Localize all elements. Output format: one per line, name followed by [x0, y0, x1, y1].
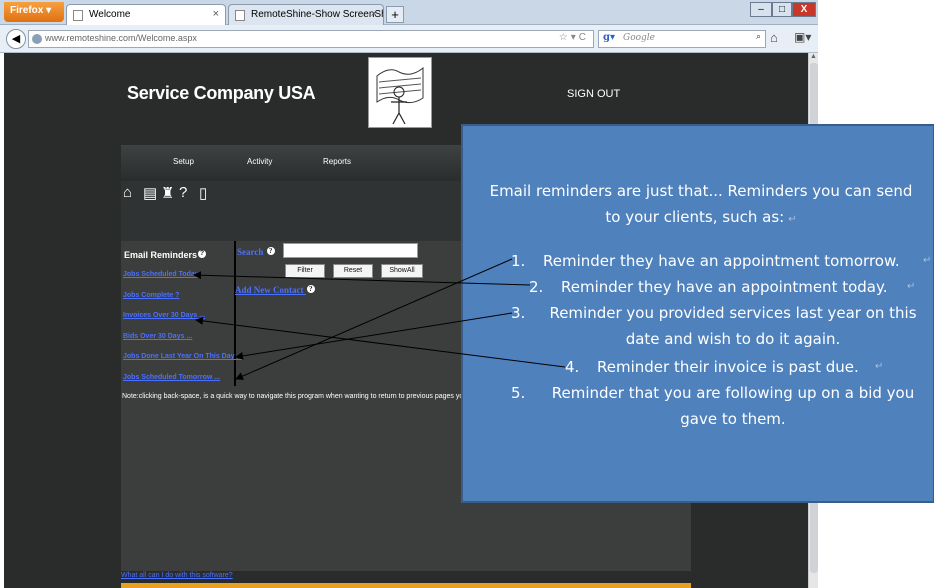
add-new-contact: Add New Contact ? [235, 285, 315, 295]
item-text: Reminder they have an appointment tomorr… [543, 252, 900, 270]
add-new-contact-link[interactable]: Add New Contact [235, 285, 304, 295]
help-icon[interactable]: ? [266, 247, 275, 255]
link-jobs-scheduled-tomorrow[interactable]: Jobs Scheduled Tomorrow ... [123, 374, 221, 381]
divider [234, 241, 236, 386]
firefox-menu-label: Firefox [10, 5, 44, 16]
link-bids-over-30-days[interactable]: Bids Over 30 Days ... [123, 333, 193, 340]
nav-reports[interactable]: Reports [323, 157, 352, 166]
nav-setup[interactable]: Setup [173, 157, 194, 166]
tab-remoteshine-screenshots[interactable]: RemoteShine-Show ScreenShots × [228, 4, 384, 25]
page-icon [235, 10, 245, 21]
footer-bar [121, 583, 691, 588]
browser-title-bar: Firefox ▾ Welcome × RemoteShine-Show Scr… [0, 0, 818, 25]
tab-label: Welcome [89, 9, 131, 20]
maximize-icon[interactable]: □ [772, 2, 792, 17]
item-text: Reminder you provided services last year… [549, 304, 917, 348]
help-icon[interactable]: ? [179, 184, 188, 201]
sign-out-link[interactable]: SIGN OUT [567, 88, 621, 100]
search-label-text: Search [237, 247, 264, 257]
tab-welcome[interactable]: Welcome × [66, 4, 226, 25]
navigation-note: Note:clicking back-space, is a quick way… [122, 393, 464, 400]
search-bar[interactable]: g▾ Google ⌕ [598, 30, 766, 48]
what-can-i-do-link[interactable]: What all can I do with this software? [121, 572, 233, 579]
minimize-icon[interactable]: – [750, 2, 772, 17]
callout-intro: Email reminders are just that... Reminde… [481, 178, 921, 233]
item-number: 3. [511, 304, 526, 322]
firefox-menu-button[interactable]: Firefox ▾ [4, 2, 64, 22]
close-tab-icon[interactable]: × [212, 8, 219, 20]
new-tab-button[interactable]: + [386, 6, 404, 23]
item-text: Reminder their invoice is past due. [597, 358, 859, 376]
show-all-button[interactable]: ShowAll [381, 264, 423, 278]
item-text: Reminder they have an appointment today. [561, 278, 888, 296]
bookmarks-menu-icon[interactable]: ▣▾ [794, 30, 812, 44]
link-jobs-done-last-year[interactable]: Jobs Done Last Year On This Day ... [123, 353, 243, 360]
home-icon[interactable]: ⌂ [770, 30, 778, 45]
item-number: 4. [565, 358, 580, 376]
link-jobs-scheduled-today[interactable]: Jobs Scheduled Today [123, 271, 199, 278]
tab-label: RemoteShine-Show ScreenShots [251, 9, 383, 20]
url-text: www.remoteshine.com/Welcome.aspx [45, 33, 197, 43]
email-reminders-heading: Email Reminders? [124, 250, 207, 260]
link-invoices-over-30-days[interactable]: Invoices Over 30 Days ... [123, 312, 206, 319]
house-icon[interactable]: ⌂ [123, 184, 133, 201]
bookmark-star-icon[interactable]: ☆▾C [558, 32, 589, 43]
filter-button[interactable]: Filter [285, 264, 325, 278]
company-name: Service Company USA [127, 83, 316, 103]
shirt-icon[interactable]: ♜ [161, 185, 175, 202]
reset-button[interactable]: Reset [333, 264, 373, 278]
item-number: 5. [511, 384, 526, 402]
email-reminders-title: Email Reminders [124, 250, 198, 260]
item-text: Reminder that you are following up on a … [551, 384, 915, 428]
back-arrow-icon[interactable]: ◀ [6, 29, 26, 49]
close-tab-icon[interactable]: × [370, 8, 377, 20]
document-icon[interactable]: ▯ [199, 185, 208, 202]
link-jobs-complete[interactable]: Jobs Complete ? [123, 292, 180, 299]
paragraph-mark-icon: ↵ [788, 214, 797, 225]
callout-intro-text: Email reminders are just that... Reminde… [489, 182, 913, 226]
company-logo-image [368, 57, 432, 128]
paragraph-mark-icon: ↵ [923, 255, 932, 266]
search-input[interactable] [283, 243, 418, 258]
search-placeholder: Google [623, 33, 655, 43]
help-icon[interactable]: ? [306, 285, 315, 293]
address-bar[interactable]: www.remoteshine.com/Welcome.aspx ☆▾C [28, 30, 594, 48]
calendar-icon[interactable]: ▤ [143, 185, 158, 202]
scroll-up-icon[interactable]: ▲ [810, 53, 817, 60]
annotation-callout: Email reminders are just that... Reminde… [461, 124, 934, 503]
nav-activity[interactable]: Activity [247, 157, 273, 166]
item-number: 2. [529, 278, 544, 296]
paragraph-mark-icon: ↵ [875, 361, 884, 372]
search-icon[interactable]: ⌕ [755, 32, 761, 42]
paragraph-mark-icon: ↵ [907, 281, 916, 292]
help-icon[interactable]: ? [198, 250, 207, 258]
navigation-toolbar: ◀ www.remoteshine.com/Welcome.aspx ☆▾C g… [0, 25, 818, 53]
item-number: 1. [511, 252, 526, 270]
close-window-icon[interactable]: X [792, 2, 816, 17]
search-label: Search ? [237, 247, 275, 257]
site-identity-icon[interactable] [32, 34, 42, 44]
page-icon [73, 10, 83, 21]
google-icon[interactable]: g▾ [603, 32, 616, 43]
